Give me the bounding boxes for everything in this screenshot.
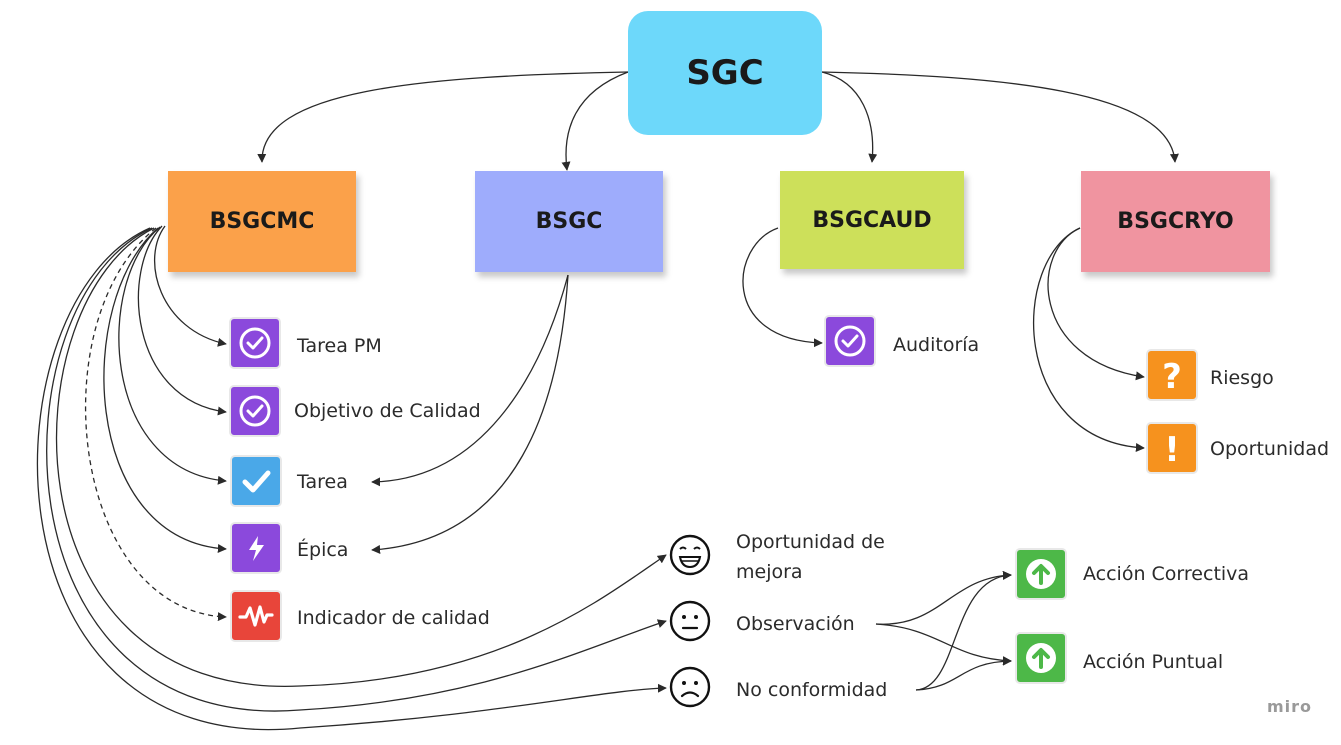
miro-watermark: miro xyxy=(1267,697,1313,716)
edge-sgc-bsgcmc xyxy=(257,71,629,163)
check-circle-icon[interactable] xyxy=(229,385,281,437)
exclamation-icon[interactable]: ! xyxy=(1146,422,1198,474)
item-label-accion-puntual: Acción Puntual xyxy=(1083,651,1224,673)
group-node-bsgcryo[interactable]: BSGCRYO xyxy=(1081,171,1270,272)
item-label-indicador-de-calidad: Indicador de calidad xyxy=(297,607,490,629)
edge-bsgcmc-tarea-pm xyxy=(153,225,227,347)
edge-bsgcmc-tarea xyxy=(118,226,227,485)
item-label-objetivo-de-calidad: Objetivo de Calidad xyxy=(294,400,481,422)
arrow-up-icon[interactable] xyxy=(1015,548,1067,600)
check-circle-icon[interactable] xyxy=(824,315,876,367)
item-label-oportunidad: Oportunidad xyxy=(1210,438,1330,460)
item-label-auditoria: Auditoría xyxy=(893,334,980,356)
lightning-icon[interactable] xyxy=(230,522,282,574)
edge-no-conformidad-accion-puntual xyxy=(915,656,1012,691)
item-label-epica: Épica xyxy=(297,539,349,561)
sad-face-icon[interactable] xyxy=(668,665,712,709)
check-circle-icon[interactable] xyxy=(229,317,281,369)
svg-text:?: ? xyxy=(1162,357,1182,395)
edge-bsgcmc-oportunidad-mejora xyxy=(55,227,667,687)
checkmark-icon[interactable] xyxy=(230,455,282,507)
pulse-icon[interactable] xyxy=(230,590,282,642)
item-label-oportunidad-de-mejora: Oportunidad de mejora xyxy=(736,531,885,583)
edge-sgc-bsgcryo xyxy=(821,71,1179,163)
edge-no-conformidad-accion-correctiva xyxy=(915,570,1012,691)
edge-bsgcmc-observacion xyxy=(46,227,667,712)
arrow-up-icon[interactable] xyxy=(1015,632,1067,684)
edge-observacion-accion-puntual xyxy=(875,623,1012,666)
group-node-bsgc[interactable]: BSGC xyxy=(475,171,663,272)
edge-bsgcmc-indicador xyxy=(84,227,227,622)
neutral-face-icon[interactable] xyxy=(668,599,712,643)
edge-bsgcmc-objetivo xyxy=(137,225,227,416)
edge-bsgcmc-no-conformidad xyxy=(36,227,667,731)
group-node-bsgcmc[interactable]: BSGCMC xyxy=(168,171,356,272)
edge-sgc-bsgc xyxy=(561,71,629,171)
item-label-riesgo: Riesgo xyxy=(1210,367,1274,389)
question-icon[interactable]: ? xyxy=(1146,349,1198,401)
edge-bsgcryo-oportunidad xyxy=(1033,227,1145,452)
edge-bsgc-tarea xyxy=(371,274,569,487)
item-label-no-conformidad: No conformidad xyxy=(736,679,888,701)
group-node-bsgcaud[interactable]: BSGCAUD xyxy=(780,171,964,269)
item-label-accion-correctiva: Acción Correctiva xyxy=(1083,563,1250,585)
svg-text:!: ! xyxy=(1164,430,1180,468)
edge-observacion-accion-correctiva xyxy=(875,570,1012,625)
item-label-tarea-pm: Tarea PM xyxy=(297,335,382,357)
item-label-observacion: Observación xyxy=(736,613,855,635)
edge-bsgcaud-auditoria xyxy=(742,227,823,348)
root-node-sgc[interactable]: SGC xyxy=(628,11,822,135)
item-label-tarea: Tarea xyxy=(297,471,348,493)
edge-bsgcmc-epica xyxy=(103,227,227,553)
edge-sgc-bsgcaud xyxy=(821,71,878,163)
edge-bsgcryo-riesgo xyxy=(1047,227,1145,381)
grin-face-icon[interactable] xyxy=(668,533,712,577)
edge-bsgc-epica xyxy=(371,274,569,554)
